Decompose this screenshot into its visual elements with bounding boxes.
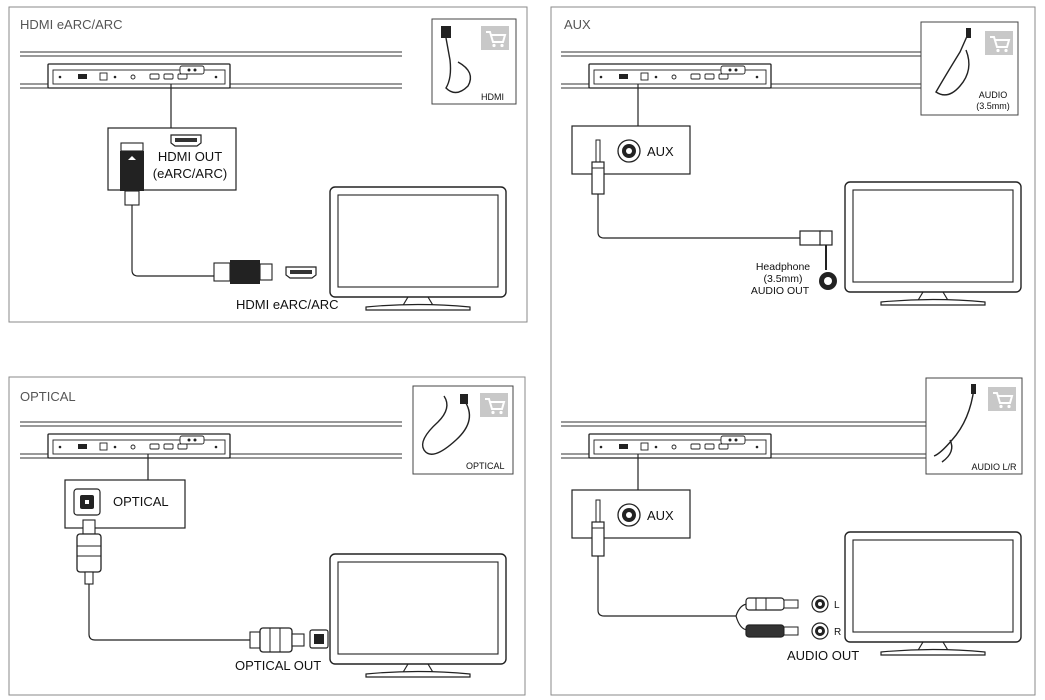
hdmi-earc-label: (eARC/ARC): [153, 166, 227, 181]
aux-jack-icon: [617, 503, 641, 527]
aux-accessory-box: AUDIO (3.5mm): [920, 21, 1019, 116]
optical-plug-horizontal-icon: [249, 627, 305, 653]
cable-icon: [933, 387, 975, 463]
optical-label: OPTICAL: [113, 494, 169, 509]
cart-icon: [480, 25, 510, 51]
optical-port-icon: [73, 488, 101, 516]
cart-icon: [984, 30, 1014, 56]
optical-out-label: OPTICAL OUT: [235, 658, 321, 673]
aux-lr-accessory-box: AUDIO L/R: [925, 377, 1023, 475]
hdmi-plug-horizontal-icon: [213, 260, 273, 284]
hdmi-out-label: HDMI OUT: [158, 149, 222, 164]
hdmi-panel: HDMI eARC/ARC HDMI OUT (eARC/ARC) HDMI e…: [8, 6, 528, 323]
cart-icon: [479, 392, 509, 418]
optical-panel-title: OPTICAL: [20, 389, 76, 404]
headphone-size-label: (3.5mm): [763, 273, 802, 285]
optical-accessory-box: OPTICAL: [412, 385, 514, 475]
aux-accessory-label: AUDIO: [979, 90, 1008, 100]
hdmi-accessory-label: HDMI: [481, 92, 504, 102]
cable-icon: [421, 395, 471, 455]
rca-plug-black-icon: [745, 624, 799, 638]
rca-jack-left-icon: [811, 595, 829, 613]
aux-label: AUX: [647, 144, 674, 159]
aux-lr-accessory-label: AUDIO L/R: [971, 462, 1017, 472]
left-channel-label: L: [834, 600, 840, 611]
tv-icon: [844, 181, 1022, 306]
hdmi-port-icon: [170, 134, 202, 147]
audio-out-label: AUDIO OUT: [751, 285, 810, 297]
audio-out-label: AUDIO OUT: [787, 648, 859, 663]
cart-icon: [987, 386, 1017, 412]
tv-icon: [844, 531, 1022, 656]
tv-icon: [329, 553, 507, 678]
cable-icon: [935, 33, 970, 96]
rca-jack-right-icon: [811, 622, 829, 640]
hdmi-accessory-box: HDMI: [431, 18, 517, 105]
optical-panel: OPTICAL OPTICAL OPTICAL OUT: [8, 376, 526, 696]
aux-plug-right-angle-icon: [799, 230, 833, 270]
aux-lr-label: AUX: [647, 508, 674, 523]
tv-icon: [329, 186, 507, 311]
tv-optical-port-icon: [309, 629, 329, 649]
aux-jack-icon: [617, 139, 641, 163]
optical-plug-vertical-icon: [76, 519, 102, 585]
hdmi-panel-title: HDMI eARC/ARC: [20, 17, 123, 32]
headphone-label: Headphone: [756, 261, 810, 273]
right-channel-label: R: [834, 627, 841, 638]
aux-lr-section: AUX L R AUDIO OUT AUD: [560, 377, 1023, 663]
tv-hdmi-earc-label: HDMI eARC/ARC: [236, 297, 339, 312]
cable-icon: [445, 37, 472, 94]
aux-panel-title: AUX: [564, 17, 591, 32]
optical-accessory-label: OPTICAL: [466, 461, 505, 471]
aux-accessory-size-label: (3.5mm): [976, 101, 1010, 111]
tv-hdmi-port-icon: [285, 266, 317, 279]
rca-plug-white-icon: [745, 597, 799, 611]
hdmi-plug-vertical-icon: [120, 142, 144, 206]
